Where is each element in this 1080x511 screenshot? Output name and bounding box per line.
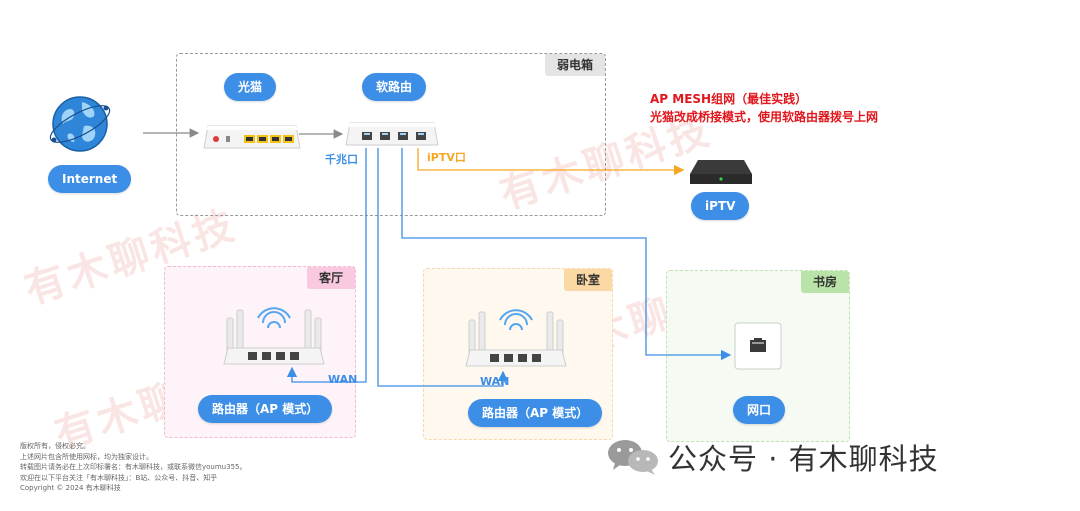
- zone-tag: 书房: [800, 271, 849, 293]
- link-iptv: [417, 148, 685, 176]
- globe-icon: [49, 96, 111, 152]
- zone-tag: 弱电箱: [544, 54, 605, 76]
- iptv-node: iPTV: [691, 192, 750, 220]
- copyright-line: 上述网片包含所使用网标，均为独家设计。: [20, 452, 153, 461]
- iptv-box-icon: [690, 160, 752, 184]
- link-bedroom-router: [377, 148, 509, 387]
- mesh-note-detail: 光猫改成桥接模式，使用软路由器拨号上网: [650, 110, 879, 124]
- mesh-note-title: AP MESH组网（最佳实践）: [650, 92, 808, 106]
- wan-label-bedroom: WAN: [480, 375, 510, 388]
- internet-node: Internet: [48, 165, 132, 193]
- soft-router-label: 软路由: [362, 73, 427, 101]
- modem-label: 光猫: [224, 73, 277, 101]
- link-wall-port: [401, 148, 732, 361]
- wall-port-node: 网口: [733, 396, 786, 424]
- router-bedroom-node: 路由器（AP 模式）: [468, 399, 603, 427]
- wifi-router-icon: [223, 307, 325, 365]
- copyright-line: 版权所有，侵权必究。: [20, 442, 90, 450]
- copyright-line: Copyright © 2024 有木聊科技: [20, 484, 121, 492]
- router-living-node: 路由器（AP 模式）: [198, 395, 333, 423]
- gigabit-port-label: 千兆口: [325, 153, 358, 166]
- distribution-box-zone: 弱电箱: [176, 53, 606, 216]
- iptv-port-label: iPTV口: [427, 151, 466, 164]
- copyright-notice: 版权所有，侵权必究。 上述网片包含所使用网标，均为独家设计。 转载图片请务必在上…: [20, 441, 246, 494]
- zone-tag: 卧室: [563, 269, 612, 291]
- modem-icon: [203, 125, 301, 149]
- wall-port-icon: [734, 322, 782, 370]
- link-living-router: [286, 148, 367, 383]
- wechat-icon: [608, 440, 658, 475]
- copyright-line: 转载图片请务必在上次印标署名：有木聊科技，或联系微信youmu355。: [20, 463, 247, 471]
- zone-tag: 客厅: [306, 267, 355, 289]
- wechat-brand-text: 公众号 · 有木聊科技: [668, 436, 939, 478]
- wan-label-living: WAN: [328, 373, 358, 386]
- brand-label: 公众号 · 有木聊科技: [668, 442, 939, 476]
- soft-router-icon: [345, 122, 439, 146]
- wifi-router-icon: [465, 309, 567, 367]
- copyright-line: 欢迎在以下平台关注「有木聊科技」：B站、公众号、抖音、知乎: [20, 473, 218, 482]
